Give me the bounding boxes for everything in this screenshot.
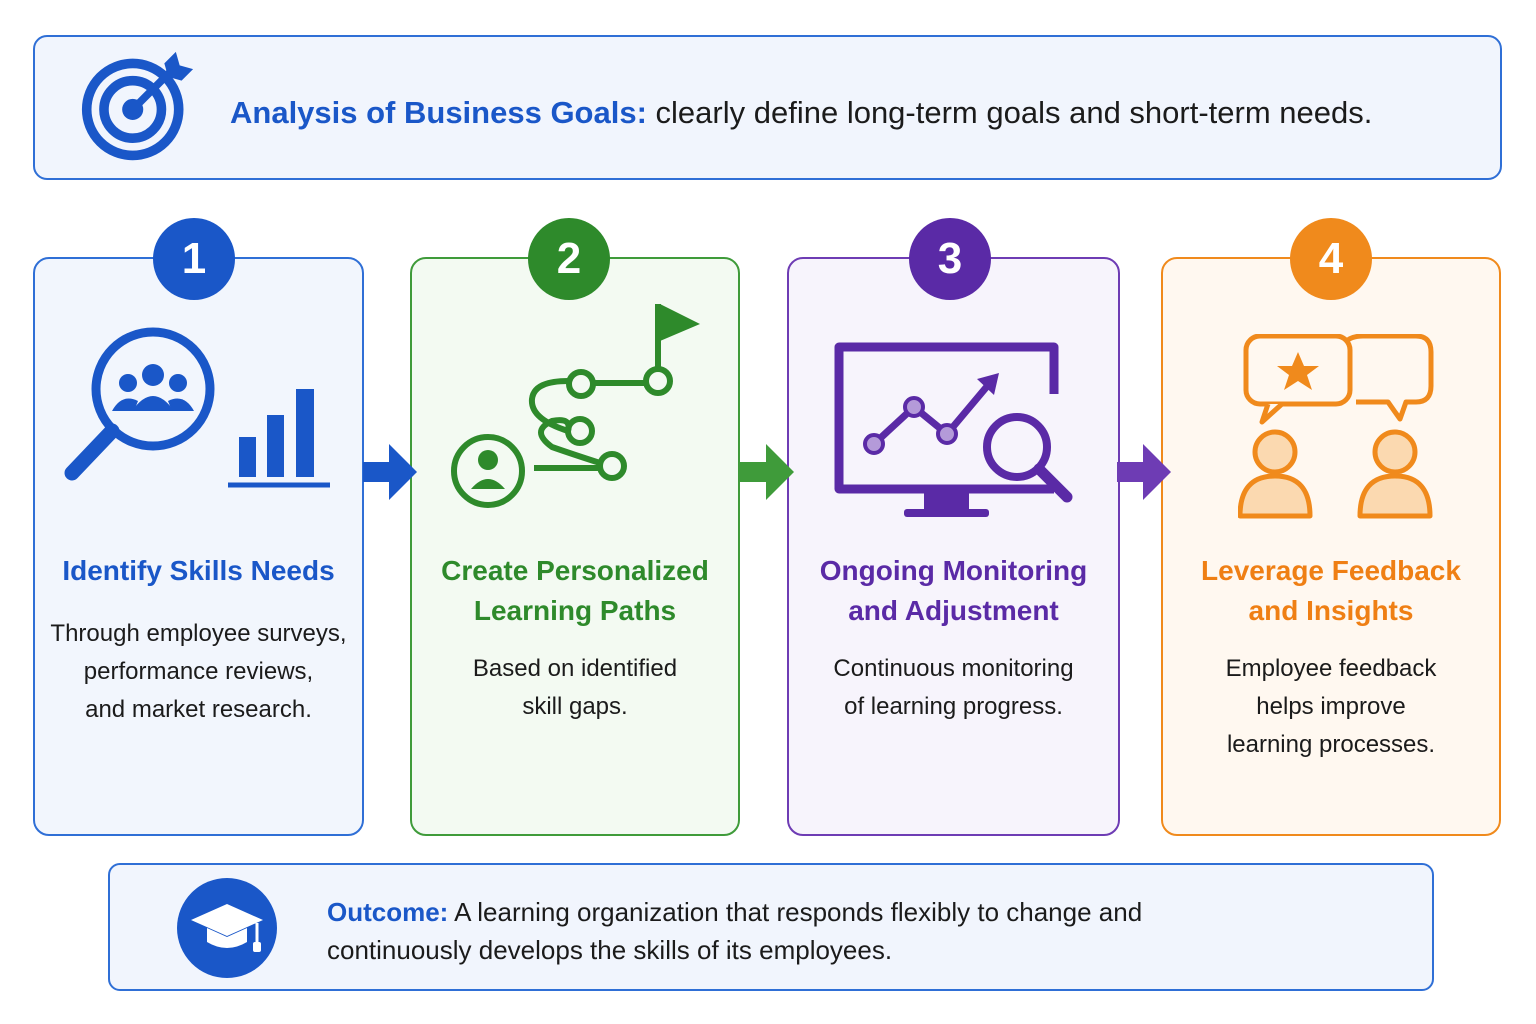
step-description: Through employee surveys, performance re… — [50, 620, 347, 723]
step-title: Leverage Feedback and Insights — [1201, 555, 1461, 626]
step-number-badge-3: 3 — [909, 218, 991, 300]
arrow-right-icon — [740, 444, 794, 500]
banner-label: Analysis of Business Goals: — [230, 95, 647, 130]
outcome-label: Outcome: — [327, 897, 449, 927]
step-title: Identify Skills Needs — [62, 555, 335, 586]
feedback-people-icon — [1238, 334, 1434, 519]
graduation-cap-icon — [177, 878, 277, 978]
target-icon — [81, 51, 194, 161]
arrow-right-icon — [363, 444, 417, 500]
monitor-analytics-icon — [834, 342, 1073, 517]
step-card-1: Identify Skills Needs Through employee s… — [33, 257, 364, 836]
step-description: Continuous monitoring of learning progre… — [833, 655, 1074, 720]
step-description: Based on identified skill gaps. — [472, 655, 678, 720]
step-number-badge-2: 2 — [528, 218, 610, 300]
step-title: Create Personalized Learning Paths — [441, 555, 709, 626]
outcome-line-1: A learning organization that responds fl… — [454, 897, 1143, 927]
step-description: Employee feedback helps improve learning… — [1225, 655, 1437, 758]
learning-path-icon — [451, 304, 700, 508]
step-title: Ongoing Monitoring and Adjustment — [819, 555, 1088, 626]
banner-description: clearly define long-term goals and short… — [655, 95, 1373, 130]
arrow-right-icon — [1117, 444, 1171, 500]
search-people-chart-icon — [64, 327, 330, 488]
step-card-4: Leverage Feedback and Insights Employee … — [1161, 257, 1501, 836]
banner-text: Analysis of Business Goals: clearly defi… — [230, 95, 1372, 131]
goals-banner: Analysis of Business Goals: clearly defi… — [33, 35, 1502, 180]
outcome-line-2: continuously develops the skills of its … — [327, 935, 893, 965]
step-card-3: Ongoing Monitoring and Adjustment Contin… — [787, 257, 1120, 836]
step-card-2: Create Personalized Learning Paths Based… — [410, 257, 740, 836]
step-number-badge-4: 4 — [1290, 218, 1372, 300]
outcome-banner: Outcome: A learning organization that re… — [108, 863, 1434, 991]
step-number-badge-1: 1 — [153, 218, 235, 300]
outcome-text: Outcome: A learning organization that re… — [327, 893, 1142, 969]
